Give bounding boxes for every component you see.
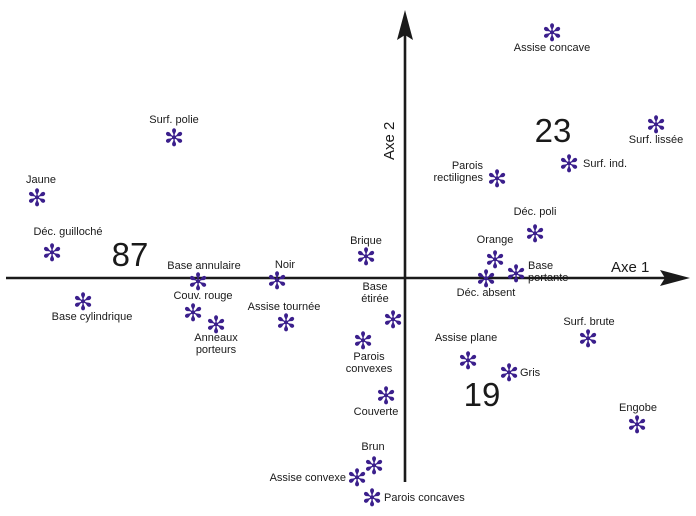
point-label-jaune: Jaune — [26, 174, 56, 186]
asterisk-icon: ✻ — [458, 347, 478, 375]
data-point-dec-absent: ✻Déc. absent — [457, 265, 516, 299]
data-point-dec-guilloche: ✻Déc. guilloché — [33, 226, 102, 267]
data-point-surf-polie: ✻Surf. polie — [149, 114, 199, 152]
point-label-surf-polie: Surf. polie — [149, 114, 199, 126]
data-point-assise-tournee: ✻Assise tournée — [248, 301, 321, 337]
data-point-assise-concave: ✻Assise concave — [514, 19, 590, 54]
data-point-assise-plane: ✻ Assise plane — [435, 332, 497, 375]
point-label-brun: Brun — [361, 441, 384, 453]
point-label-engobe: Engobe — [619, 402, 657, 414]
data-point-engobe: ✻Engobe — [619, 402, 657, 439]
point-label-base-cylindrique: Base cylindrique — [52, 311, 133, 323]
group-label-19: 19 — [464, 376, 501, 413]
asterisk-icon: ✻ — [42, 239, 62, 267]
point-label-dec-absent: Déc. absent — [457, 287, 516, 299]
y-axis-arrow-icon — [397, 10, 413, 40]
asterisk-icon: ✻ — [578, 325, 598, 353]
data-point-brun: ✻Brun — [361, 441, 384, 480]
point-label-surf-ind: Surf. ind. — [583, 158, 627, 170]
asterisk-icon: ✻ — [276, 309, 296, 337]
data-point-couverte: ✻Couverte — [354, 382, 399, 418]
asterisk-icon: ✻ — [476, 265, 496, 293]
group-label-87: 87 — [112, 236, 149, 273]
asterisk-icon: ✻ — [164, 124, 184, 152]
asterisk-icon: ✻ — [356, 243, 376, 271]
asterisk-icon: ✻ — [383, 306, 403, 334]
point-label-dec-poli: Déc. poli — [514, 206, 557, 218]
asterisk-icon: ✻ — [485, 246, 505, 274]
data-point-couv-rouge: ✻Couv. rouge — [173, 290, 232, 327]
point-label-dec-guilloche: Déc. guilloché — [33, 226, 102, 238]
data-point-jaune: ✻Jaune — [26, 174, 56, 212]
point-label-assise-convexe: Assise convexe — [270, 472, 346, 484]
asterisk-icon: ✻ — [487, 165, 507, 193]
asterisk-icon: ✻ — [525, 220, 545, 248]
point-label-surf-brute: Surf. brute — [563, 316, 614, 328]
asterisk-icon: ✻ — [559, 150, 579, 178]
data-point-parois-concaves: ✻Parois concaves — [362, 484, 465, 512]
data-point-orange: ✻Orange — [477, 234, 514, 274]
point-label-assise-concave: Assise concave — [514, 42, 590, 54]
point-label-noir: Noir — [275, 259, 296, 271]
data-point-noir: ✻Noir — [267, 259, 295, 295]
data-points: ✻Assise concave✻Surf. lissée✻Surf. ind.✻… — [26, 19, 683, 512]
point-label-assise-tournee: Assise tournée — [248, 301, 321, 313]
point-label-couverte: Couverte — [354, 406, 399, 418]
point-label-brique: Brique — [350, 235, 382, 247]
asterisk-icon: ✻ — [506, 260, 526, 288]
point-label-orange: Orange — [477, 234, 514, 246]
group-label-23: 23 — [535, 112, 572, 149]
data-point-surf-ind: ✻ Surf. ind. — [559, 150, 627, 178]
asterisk-icon: ✻ — [353, 327, 373, 355]
data-point-brique: ✻Brique — [350, 235, 382, 271]
data-point-gris: ✻Gris — [499, 359, 541, 387]
asterisk-icon: ✻ — [27, 184, 47, 212]
data-point-surf-lissee: ✻Surf. lissée — [629, 111, 683, 146]
asterisk-icon: ✻ — [73, 288, 93, 316]
point-label-base-annulaire: Base annulaire — [167, 260, 240, 272]
asterisk-icon: ✻ — [188, 268, 208, 296]
point-label-gris: Gris — [520, 367, 541, 379]
asterisk-icon: ✻ — [542, 19, 562, 47]
asterisk-icon: ✻ — [646, 111, 666, 139]
point-label-parois-concaves: Parois concaves — [384, 492, 465, 504]
asterisk-icon: ✻ — [347, 464, 367, 492]
asterisk-icon: ✻ — [376, 382, 396, 410]
data-point-dec-poli: ✻ Déc. poli — [514, 206, 557, 248]
data-point-base-cylindrique: ✻Base cylindrique — [52, 288, 133, 323]
data-point-assise-convexe: ✻Assise convexe — [270, 464, 367, 492]
asterisk-icon: ✻ — [362, 484, 382, 512]
asterisk-icon: ✻ — [627, 411, 647, 439]
asterisk-icon: ✻ — [364, 452, 384, 480]
point-label-assise-plane: Assise plane — [435, 332, 497, 344]
x-axis-arrow-icon — [660, 270, 690, 286]
y-axis-title: Axe 2 — [381, 122, 398, 160]
x-axis-title: Axe 1 — [611, 259, 649, 276]
group-labels: 87 23 19 — [112, 112, 572, 413]
asterisk-icon: ✻ — [183, 299, 203, 327]
point-label-couv-rouge: Couv. rouge — [173, 290, 232, 302]
data-point-base-annulaire: ✻Base annulaire — [167, 260, 240, 296]
data-point-surf-brute: ✻Surf. brute — [563, 316, 614, 353]
asterisk-icon: ✻ — [206, 311, 226, 339]
asterisk-icon: ✻ — [499, 359, 519, 387]
asterisk-icon: ✻ — [267, 267, 287, 295]
point-label-surf-lissee: Surf. lissée — [629, 134, 683, 146]
